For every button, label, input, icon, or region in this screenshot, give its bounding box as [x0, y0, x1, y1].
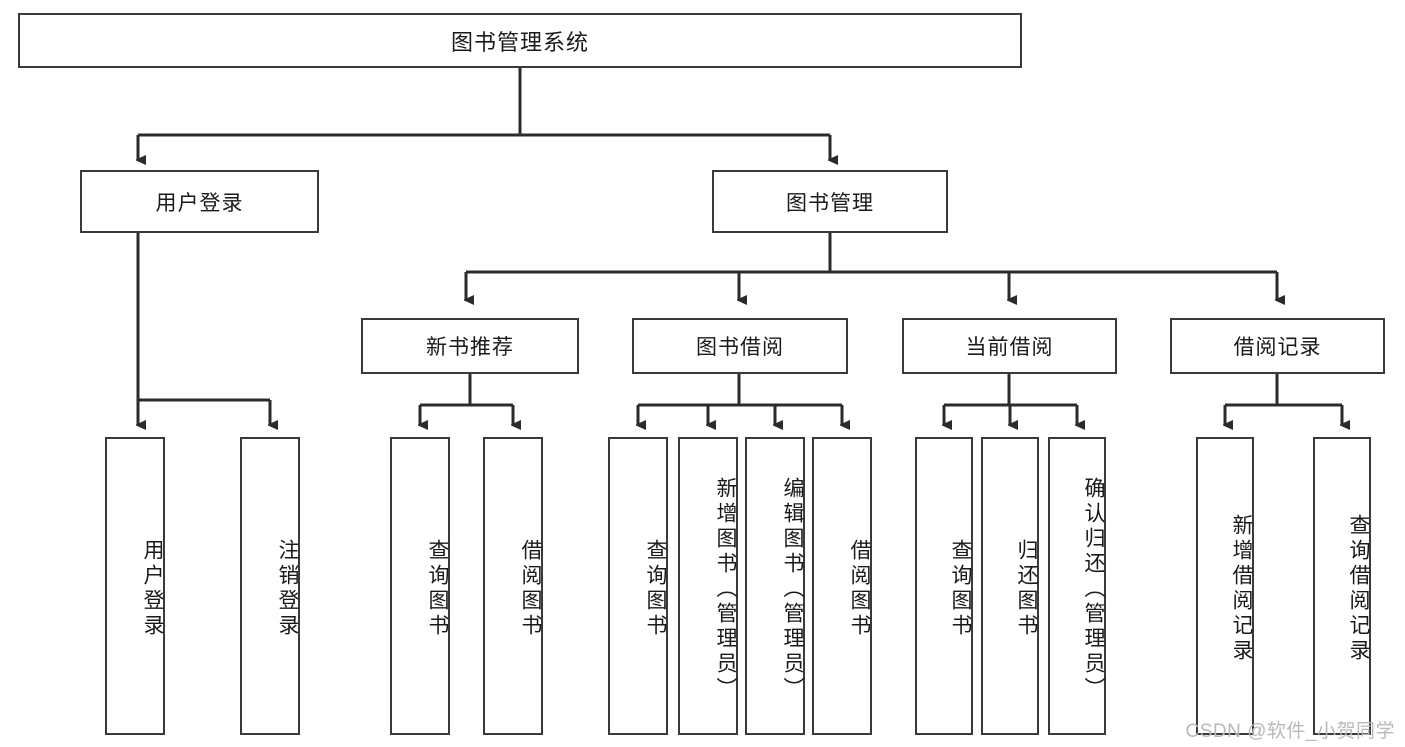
node-borrow-record[interactable]: 借阅记录 — [1170, 318, 1385, 374]
node-label: 归还图书 — [1015, 539, 1038, 639]
node-label: 借阅图书 — [848, 539, 871, 639]
csdn-watermark: CSDN @软件_小贺同学 — [1185, 721, 1395, 742]
leaf-borrow-edit-book-admin[interactable]: 编辑图书（管理员） — [745, 437, 805, 735]
node-label: 注销登录 — [276, 539, 299, 639]
node-label: 确认归还（管理员） — [1082, 476, 1105, 702]
node-book-borrow[interactable]: 图书借阅 — [632, 318, 848, 374]
node-label: 用户登录 — [141, 539, 164, 639]
leaf-new-book-borrow-books[interactable]: 借阅图书 — [483, 437, 543, 735]
node-label: 查询借阅记录 — [1347, 514, 1370, 664]
node-label: 查询图书 — [644, 539, 667, 639]
leaf-user-login-logout[interactable]: 注销登录 — [240, 437, 300, 735]
node-label: 新增图书（管理员） — [714, 476, 737, 702]
leaf-borrow-borrow-books[interactable]: 借阅图书 — [812, 437, 872, 735]
node-label: 用户登录 — [155, 191, 244, 215]
leaf-record-query-borrow-record[interactable]: 查询借阅记录 — [1313, 437, 1371, 735]
node-label: 查询图书 — [426, 539, 449, 639]
leaf-current-confirm-return-admin[interactable]: 确认归还（管理员） — [1048, 437, 1106, 735]
node-label: 编辑图书（管理员） — [781, 476, 804, 702]
node-new-book-recommendation[interactable]: 新书推荐 — [361, 318, 579, 374]
node-label: 查询图书 — [949, 539, 972, 639]
node-book-management[interactable]: 图书管理 — [712, 170, 948, 233]
node-current-borrow[interactable]: 当前借阅 — [902, 318, 1117, 374]
node-label: 图书管理 — [786, 191, 874, 215]
leaf-new-book-query-books[interactable]: 查询图书 — [390, 437, 450, 735]
node-label: 新书推荐 — [426, 336, 514, 359]
node-label: 借阅图书 — [519, 539, 542, 639]
leaf-record-add-borrow-record[interactable]: 新增借阅记录 — [1196, 437, 1254, 735]
node-user-login[interactable]: 用户登录 — [80, 170, 319, 233]
node-label: 借阅记录 — [1233, 336, 1322, 359]
leaf-borrow-add-book-admin[interactable]: 新增图书（管理员） — [678, 437, 738, 735]
leaf-current-query-books[interactable]: 查询图书 — [915, 437, 973, 735]
leaf-current-return-books[interactable]: 归还图书 — [981, 437, 1039, 735]
node-label: 当前借阅 — [965, 336, 1054, 359]
node-root-book-management-system[interactable]: 图书管理系统 — [18, 13, 1022, 68]
leaf-user-login-login[interactable]: 用户登录 — [105, 437, 165, 735]
node-label: 图书管理系统 — [450, 29, 589, 55]
node-label: 新增借阅记录 — [1230, 514, 1253, 664]
node-label: 图书借阅 — [696, 336, 784, 359]
leaf-borrow-query-books[interactable]: 查询图书 — [608, 437, 668, 735]
